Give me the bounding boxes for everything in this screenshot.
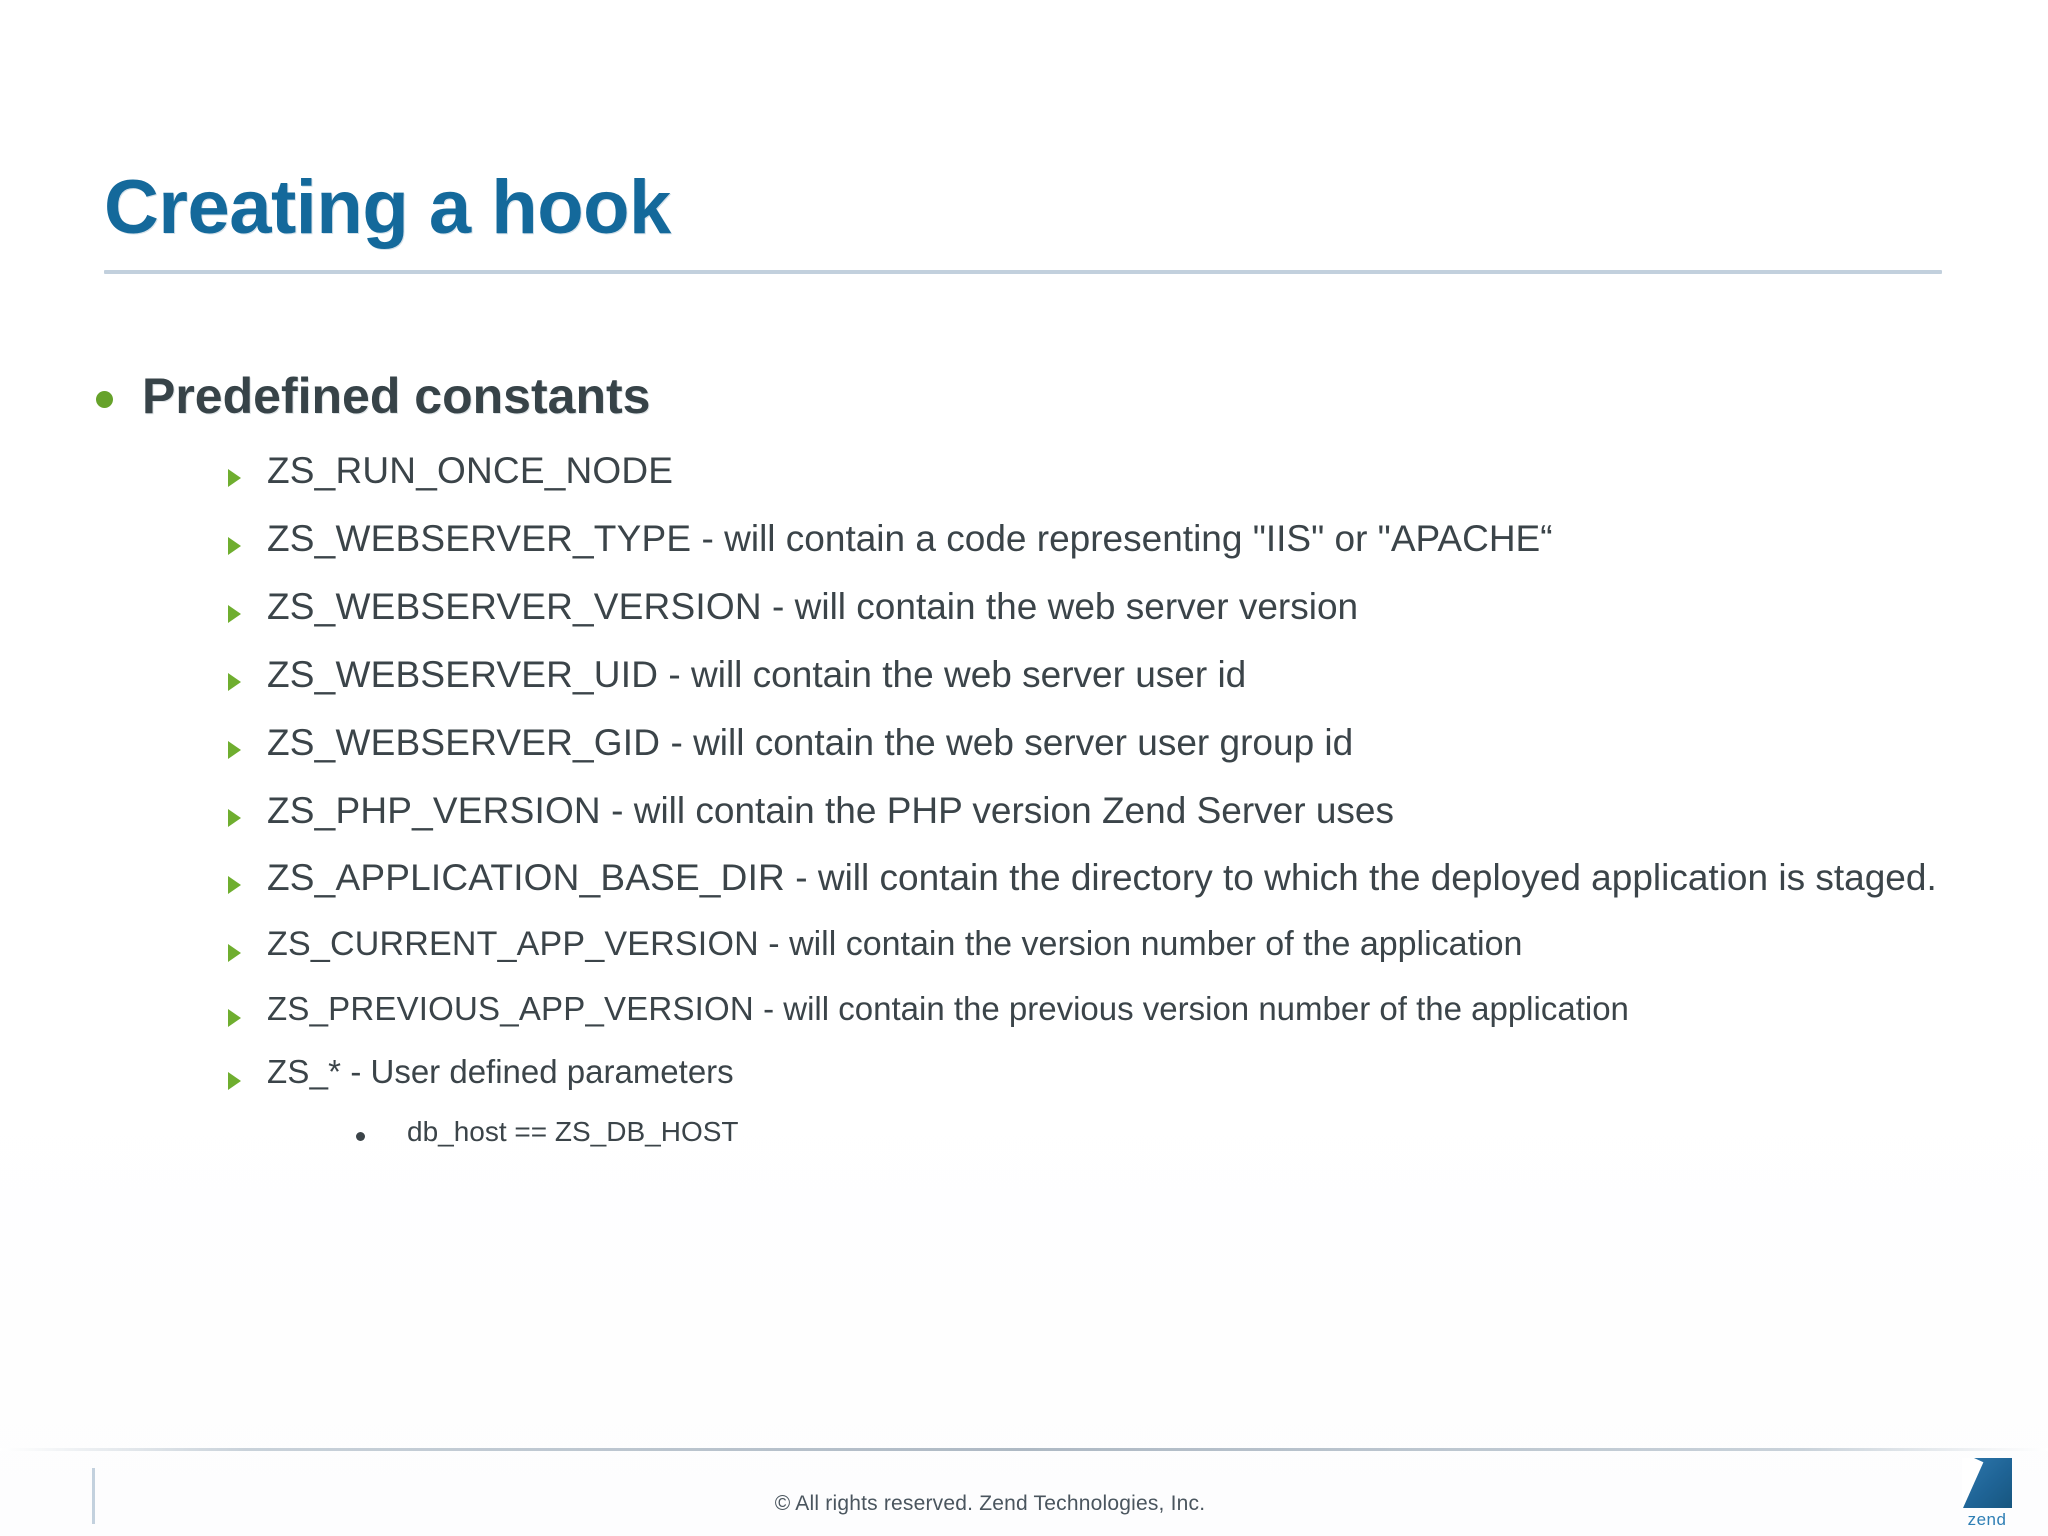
list-item: ZS_PREVIOUS_APP_VERSION - will contain t… (228, 990, 1996, 1028)
sub-list-item-label: db_host == ZS_DB_HOST (407, 1116, 739, 1148)
triangle-bullet-icon (228, 740, 241, 759)
constant-name: ZS_* (267, 1053, 342, 1091)
constant-name: ZS_WEBSERVER_GID (267, 721, 661, 763)
zend-mark-icon (1962, 1458, 2012, 1508)
constant-desc: - will contain a code representing "IIS"… (691, 517, 1553, 559)
list-item: ZS_CURRENT_APP_VERSION - will contain th… (228, 925, 1996, 964)
constant-line: ZS_RUN_ONCE_NODE (267, 450, 673, 493)
constant-desc: - User defined parameters (341, 1053, 734, 1091)
constant-line: ZS_APPLICATION_BASE_DIR - will contain t… (267, 857, 1937, 900)
footer-accent-tick (92, 1468, 95, 1524)
triangle-bullet-icon (228, 469, 241, 487)
constant-desc: - will contain the previous version numb… (753, 989, 1629, 1027)
constant-line: ZS_* - User defined parameters (267, 1053, 734, 1091)
constant-name: ZS_APPLICATION_BASE_DIR (267, 857, 785, 899)
list-item: ZS_WEBSERVER_UID - will contain the web … (228, 654, 1996, 697)
constant-name: ZS_PHP_VERSION (267, 789, 601, 831)
constant-line: ZS_WEBSERVER_VERSION - will contain the … (267, 586, 1358, 629)
list-item: ZS_PHP_VERSION - will contain the PHP ve… (228, 790, 1996, 833)
triangle-bullet-icon (228, 808, 241, 827)
list-item: ZS_RUN_ONCE_NODE (228, 450, 1996, 493)
zend-logo: zend (1948, 1458, 2026, 1532)
title-block: Creating a hook (104, 170, 1944, 274)
constant-desc: - will contain the version number of the… (758, 925, 1523, 964)
constant-desc: - will contain the PHP version Zend Serv… (600, 789, 1394, 831)
triangle-bullet-icon (228, 944, 241, 963)
footer-copyright: © All rights reserved. Zend Technologies… (774, 1492, 1206, 1515)
sub-list-item: db_host == ZS_DB_HOST (356, 1116, 1996, 1148)
zend-wordmark-label: zend (1967, 1510, 2007, 1529)
constant-name: ZS_CURRENT_APP_VERSION (267, 925, 759, 964)
constant-line: ZS_PREVIOUS_APP_VERSION - will contain t… (267, 990, 1629, 1028)
footer-divider (0, 1448, 2048, 1451)
triangle-bullet-icon (228, 536, 241, 555)
triangle-bullet-icon (228, 604, 241, 623)
title-divider (104, 270, 1942, 274)
bullet-dot-icon (96, 391, 113, 408)
constant-name: ZS_PREVIOUS_APP_VERSION (267, 989, 754, 1027)
constant-desc: - will contain the web server version (761, 585, 1359, 627)
constant-name: ZS_WEBSERVER_UID (267, 653, 659, 695)
constants-list: ZS_RUN_ONCE_NODE ZS_WEBSERVER_TYPE - wil… (96, 450, 1996, 1091)
constant-desc: - will contain the directory to which th… (784, 857, 1937, 899)
bullet-heading-label: Predefined constants (142, 368, 651, 424)
triangle-bullet-icon (228, 672, 241, 691)
slide-body: Predefined constants ZS_RUN_ONCE_NODE ZS… (96, 368, 1996, 1153)
list-item: ZS_WEBSERVER_VERSION - will contain the … (228, 586, 1996, 629)
constant-line: ZS_WEBSERVER_TYPE - will contain a code … (267, 518, 1553, 561)
small-bullet-dot-icon (356, 1132, 365, 1142)
triangle-bullet-icon (228, 1072, 241, 1091)
constant-desc: - will contain the web server user id (658, 653, 1247, 695)
constant-line: ZS_PHP_VERSION - will contain the PHP ve… (267, 790, 1394, 833)
constant-name: ZS_RUN_ONCE_NODE (267, 450, 674, 491)
list-item: ZS_WEBSERVER_GID - will contain the web … (228, 722, 1996, 765)
page-title: Creating a hook (104, 165, 671, 250)
constant-line: ZS_WEBSERVER_UID - will contain the web … (267, 654, 1246, 697)
list-item: ZS_* - User defined parameters (228, 1053, 1996, 1091)
bullet-predefined-constants: Predefined constants (96, 368, 1996, 424)
list-item: ZS_WEBSERVER_TYPE - will contain a code … (228, 518, 1996, 561)
zend-slash-shape (1962, 1458, 1984, 1508)
constant-line: ZS_CURRENT_APP_VERSION - will contain th… (267, 925, 1522, 964)
triangle-bullet-icon (228, 1008, 241, 1027)
triangle-bullet-icon (228, 876, 241, 895)
constant-desc: - will contain the web server user group… (660, 721, 1354, 763)
constant-name: ZS_WEBSERVER_VERSION (267, 585, 762, 627)
list-item: ZS_APPLICATION_BASE_DIR - will contain t… (228, 857, 1996, 900)
constant-line: ZS_WEBSERVER_GID - will contain the web … (267, 722, 1353, 765)
constant-name: ZS_WEBSERVER_TYPE (267, 517, 692, 559)
